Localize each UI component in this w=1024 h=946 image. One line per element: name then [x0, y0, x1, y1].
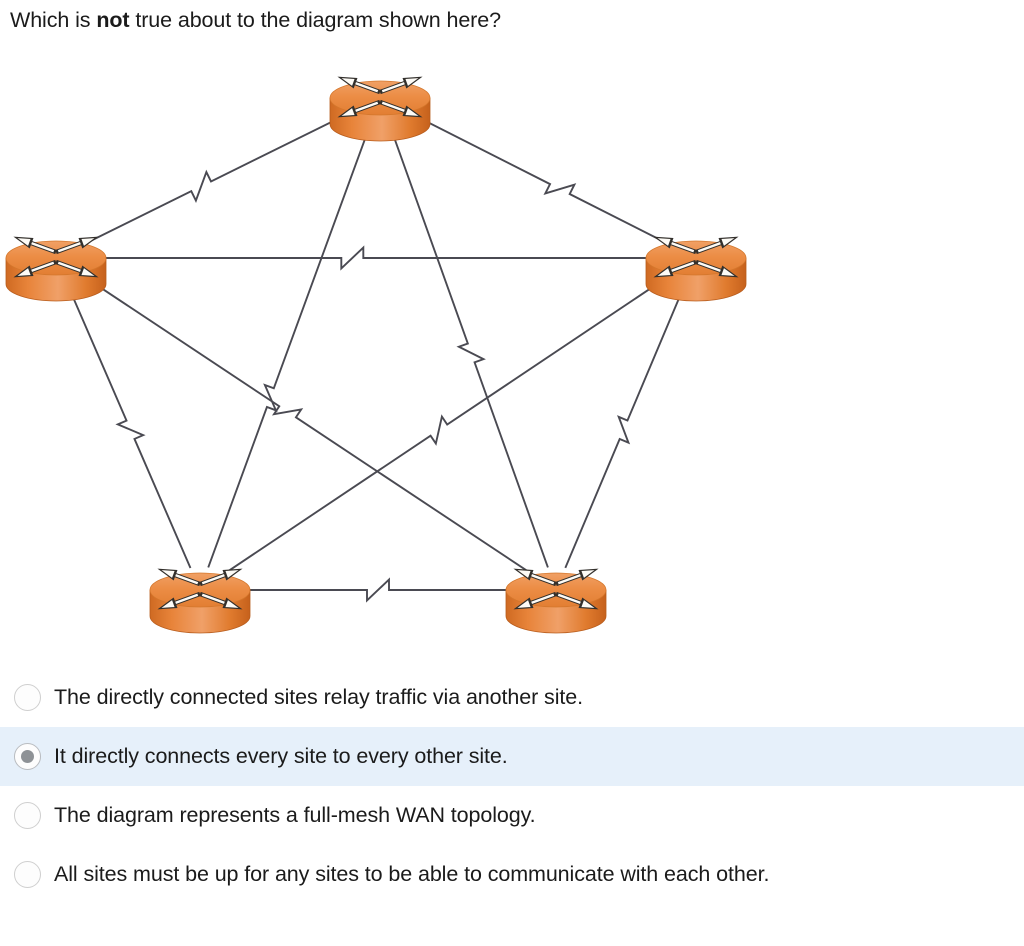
network-topology-diagram [0, 46, 1024, 661]
answer-option-label: It directly connects every site to every… [54, 744, 508, 768]
router-icon [5, 236, 107, 302]
answer-option-label: The directly connected sites relay traff… [54, 685, 583, 709]
router-arrow-icon [337, 99, 381, 118]
answer-option-a[interactable]: The directly connected sites relay traff… [0, 668, 1024, 727]
wan-link [224, 577, 532, 603]
question-emphasis: not [96, 8, 130, 32]
router-arrow-icon [695, 236, 739, 255]
router-arrow-icon [513, 568, 557, 587]
router-layer [5, 76, 747, 634]
router-arrow-icon [55, 259, 99, 278]
answer-option-label: All sites must be up for any sites to be… [54, 862, 770, 886]
link-layer [64, 107, 688, 603]
answer-option-d[interactable]: All sites must be up for any sites to be… [0, 845, 1024, 904]
wan-link [77, 107, 359, 249]
router-arrow-icon [513, 591, 557, 610]
radio-button[interactable] [14, 802, 41, 829]
wan-link [387, 120, 549, 568]
router-icon [329, 76, 431, 142]
radio-button[interactable] [14, 861, 41, 888]
router-arrow-icon [653, 236, 697, 255]
radio-button[interactable] [14, 743, 41, 770]
router-icon [149, 568, 251, 634]
answer-option-b[interactable]: It directly connects every site to every… [0, 727, 1024, 786]
router-icon [645, 236, 747, 302]
router-arrow-icon [157, 591, 201, 610]
wan-link [207, 120, 373, 568]
router-arrow-icon [379, 99, 423, 118]
router-arrow-icon [337, 76, 381, 95]
router-arrow-icon [695, 259, 739, 278]
router-arrow-icon [199, 568, 243, 587]
wan-link [564, 279, 688, 569]
radio-button[interactable] [14, 684, 41, 711]
answer-option-c[interactable]: The diagram represents a full-mesh WAN t… [0, 786, 1024, 845]
router-top-face [149, 572, 251, 608]
wan-link [400, 107, 676, 249]
router-arrow-icon [13, 259, 57, 278]
router-arrow-icon [55, 236, 99, 255]
router-icon [505, 568, 607, 634]
wan-link [80, 245, 672, 271]
router-arrow-icon [555, 591, 599, 610]
wan-link [219, 270, 677, 578]
router-arrow-icon [653, 259, 697, 278]
question-text-after: true about to the diagram shown here? [129, 8, 501, 32]
question-text-before: Which is [10, 8, 97, 32]
router-top-face [505, 572, 607, 608]
radio-selected-dot [21, 750, 34, 763]
router-top-face [5, 240, 107, 276]
router-arrow-icon [199, 591, 243, 610]
router-arrow-icon [555, 568, 599, 587]
wan-link [64, 279, 192, 569]
topology-svg [5, 76, 747, 634]
answer-option-label: The diagram represents a full-mesh WAN t… [54, 803, 536, 827]
answer-options-list: The directly connected sites relay traff… [0, 668, 1024, 904]
router-arrow-icon [157, 568, 201, 587]
router-arrow-icon [379, 76, 423, 95]
router-top-face [645, 240, 747, 276]
wan-link [75, 270, 537, 578]
router-top-face [329, 80, 431, 116]
question-prompt: Which is not true about to the diagram s… [10, 5, 1010, 35]
router-arrow-icon [13, 236, 57, 255]
